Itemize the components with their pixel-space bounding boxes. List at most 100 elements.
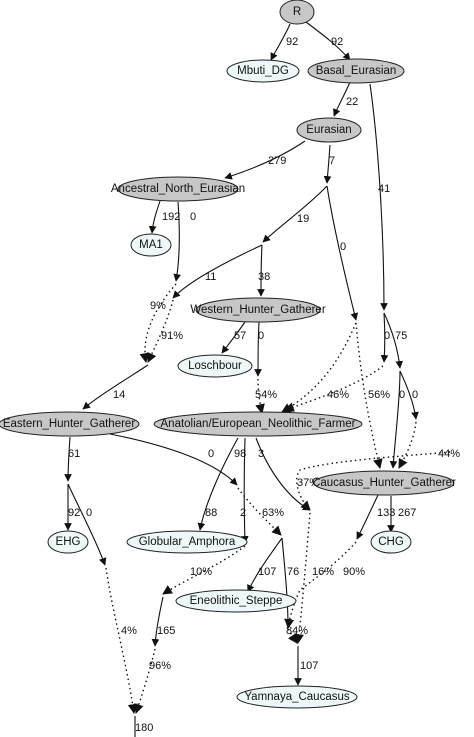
node-r-label: R [293,6,301,18]
edge-whg-losch [221,321,246,354]
label-ehg-zero: 0 [208,448,214,460]
node-mbuti-dg: Mbuti_DG [226,59,300,83]
nodes: R Mbuti_DG Basal_Eurasian Eurasian Ances… [0,0,456,709]
node-r: R [279,0,315,25]
node-ehg-group-label: Eastern_Hunter_Gatherer [3,418,135,430]
label-pct-90: 90% [343,566,365,578]
edge-n155-n135 [134,648,156,714]
edge-b1-b2 [262,185,328,243]
label-ane-ma1: 192 [162,211,180,223]
label-pct-4: 4% [121,625,137,637]
edge-n-n106 [67,483,107,566]
label-pct-96: 96% [149,660,171,672]
label-anf-98: 98 [234,448,246,460]
label-b2-11: 11 [205,271,216,283]
node-basal-eurasian-label: Basal_Eurasian [316,65,397,77]
edge-anf-ga [197,437,239,531]
label-pct-44: 44% [438,448,460,460]
edge-ehgmix-ehg [82,364,149,410]
label-chg-267: 267 [398,507,416,519]
edge-n1-ehgmix [139,283,177,363]
label-basal-right: 41 [378,183,390,195]
node-loschbour: Loschbour [177,354,253,378]
node-eurasian-label: Eurasian [306,124,351,136]
node-ma1-label: MA1 [139,239,163,251]
edge-n245-n163 [162,545,246,595]
edge-b5-n [399,370,419,420]
label-eur-ane: 279 [268,155,286,167]
edge-anf-n245 [240,437,249,544]
edge-chg-n [356,494,379,540]
label-ehg-14: 14 [113,389,125,401]
label-chg-133: 133 [377,507,395,519]
node-ehg-leaf: EHG [47,530,89,554]
edge-eurasian-b1 [323,144,332,184]
label-pct-46: 46% [327,389,349,401]
label-pct-10: 10% [190,566,212,578]
edge-b2left-ehgmix [147,299,174,363]
edge-b2-left [172,244,263,299]
label-pct-37: 37% [297,477,319,489]
edge-basal-eurasian [333,81,351,117]
label-pct-9: 9% [150,300,166,312]
node-ga-label: Globular_Amphora [139,536,236,548]
label-pct-63: 63% [262,507,284,519]
edge-b2-whg [257,244,265,297]
edges [64,21,451,737]
node-anatolian-european-neolithic-farmer: Anatolian/European_Neolithic_Farmer [153,411,363,437]
edge-b5-anf [284,365,384,412]
edge-steppe-node-76 [281,537,292,627]
edge-whg-n2 [254,321,262,377]
edge-labels: 92 92 22 41 279 7 192 0 19 0 11 38 9% 91… [68,36,460,734]
node-eurasian: Eurasian [296,117,362,143]
label-eur-right: 7 [329,155,335,167]
label-n180: 180 [135,722,153,734]
edge-b4-left [380,312,389,363]
edge-ehg-anfnode [109,433,238,486]
node-whg-label: Western_Hunter_Gatherer [190,304,325,316]
label-pct-54: 54% [255,389,277,401]
label-b4-zero: 0 [384,330,390,342]
label-whg-zero: 0 [258,330,264,342]
edge-steppe-node-107 [247,537,283,593]
node-yamnaya-label: Yamnaya_Caucasus [244,691,350,703]
node-eneolithic-steppe: Eneolithic_Steppe [175,589,297,613]
label-n165: 165 [157,625,175,637]
edge-b1-b3 [326,185,359,321]
edge-ehg-n [64,436,72,482]
label-r-basal: 92 [331,36,343,48]
edge-n106-n135 [105,567,138,714]
label-n107-b: 107 [300,660,318,672]
edge-n163-n155 [151,596,164,647]
node-ane-label: Ancestral_North_Eurasian [111,183,245,195]
edge-anfnode-steppe [237,487,282,536]
node-ancestral-north-eurasian: Ancestral_North_Eurasian [111,176,245,202]
node-anf-label: Anatolian/European_Neolithic_Farmer [161,418,356,430]
label-r-mbuti: 92 [286,36,298,48]
edge-ane-n1 [173,201,181,282]
label-ane-zero: 0 [190,211,196,223]
label-b4-75: 75 [395,330,407,342]
node-chg-leaf-label: CHG [378,536,404,548]
label-anf-88: 88 [205,507,217,519]
node-loschbour-label: Loschbour [188,360,242,372]
edge-n-steppe [284,541,357,629]
node-chg-leaf: CHG [370,530,412,554]
edge-n-chg [398,421,417,469]
node-chg-group-label: Caucasus_Hunter_Gatherer [312,477,456,489]
node-mbuti-dg-label: Mbuti_DG [237,65,289,77]
node-western-hunter-gatherer: Western_Hunter_Gatherer [190,297,326,323]
label-n76: 76 [287,566,299,578]
label-anf-2: 2 [240,507,246,519]
node-ma1: MA1 [130,233,172,257]
node-ehg-leaf-label: EHG [56,536,81,548]
label-b2-38: 38 [258,271,270,283]
label-b1-19: 19 [297,213,309,225]
label-b5-zero-b: 0 [412,389,418,401]
node-eastern-hunter-gatherer: Eastern_Hunter_Gatherer [0,411,140,437]
label-pct-84: 84% [286,625,308,637]
label-n107-a: 107 [258,566,276,578]
edge-ane-ma1 [148,200,161,234]
label-basal-eurasian: 22 [346,96,358,108]
